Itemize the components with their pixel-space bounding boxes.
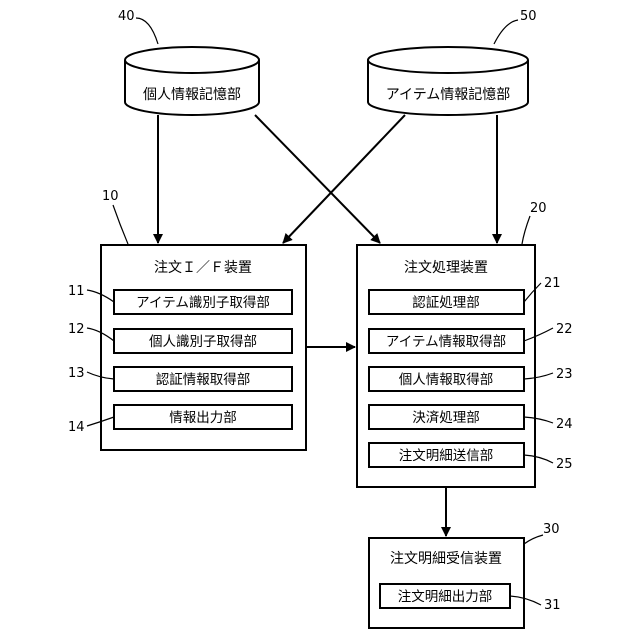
ref-40: 40 [118,9,135,24]
item-info-store-top [368,47,528,73]
ref-24: 24 [556,417,573,432]
item-info-store: アイテム情報記憶部 [368,47,528,115]
ref-22: 22 [556,322,573,337]
order-details-receiver-title: 注文明細受信装置 [390,551,502,567]
unit-item-id-acquirer-label: アイテム識別子取得部 [136,294,270,311]
personal-info-store-label: 個人情報記憶部 [143,86,241,103]
arrow-personal-store-to-order-processing [255,115,380,243]
ref-50: 50 [520,9,537,24]
ref-40-leader [136,18,158,44]
ref-21: 21 [544,276,561,291]
ref-31: 31 [544,598,561,613]
ref-14: 14 [68,420,85,435]
unit-auth-info-acquirer-label: 認証情報取得部 [156,371,251,388]
ref-23: 23 [556,367,573,382]
unit-auth-processing-label: 認証処理部 [412,295,480,311]
ref-10-leader [113,205,128,244]
order-if-device-title: 注文Ｉ／Ｆ装置 [154,260,252,276]
unit-personal-info-acquirer-label: 個人情報取得部 [399,371,494,388]
ref-25: 25 [556,457,573,472]
order-processing-device-title: 注文処理装置 [404,260,488,276]
unit-item-info-acquirer-label: アイテム情報取得部 [386,333,506,350]
unit-order-details-output-label: 注文明細出力部 [398,589,493,605]
item-info-store-label: アイテム情報記憶部 [386,86,511,103]
unit-personal-id-acquirer-label: 個人識別子取得部 [149,333,257,350]
personal-info-store-top [125,47,259,73]
unit-info-output-label: 情報出力部 [169,410,237,426]
arrow-item-store-to-order-if [283,115,405,243]
ref-13: 13 [68,366,85,381]
ref-10: 10 [102,189,119,204]
ref-20-leader [522,216,530,244]
ref-11: 11 [68,284,85,299]
personal-info-store: 個人情報記憶部 [125,47,259,115]
unit-payment-processing-label: 決済処理部 [412,410,480,426]
ref-12: 12 [68,322,85,337]
ref-50-leader [494,20,518,44]
ref-20: 20 [530,201,547,216]
ref-30: 30 [543,522,560,537]
unit-order-details-sender-label: 注文明細送信部 [399,448,494,464]
ref-30-leader [524,535,543,544]
